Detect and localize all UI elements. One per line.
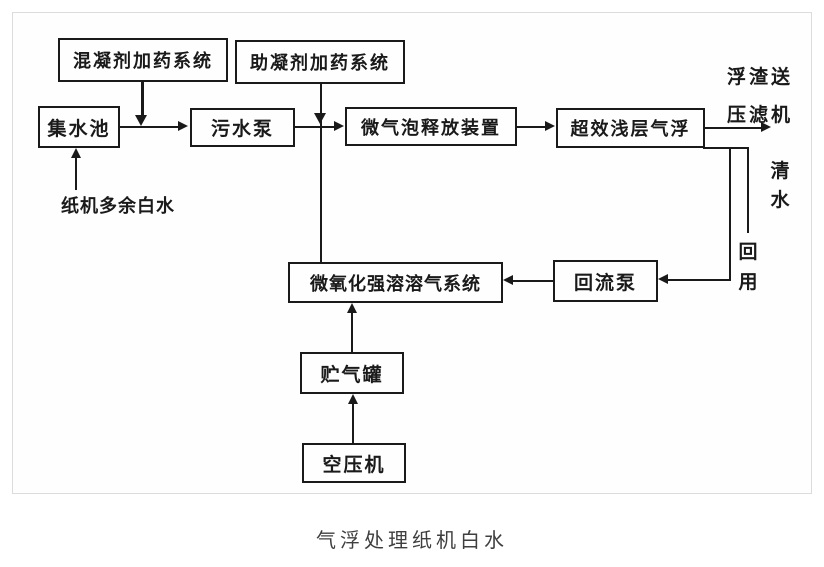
arrowhead-down-icon xyxy=(135,115,147,126)
flow-line-recycle-down xyxy=(729,147,731,280)
label-clear-water: 清水 xyxy=(770,160,790,211)
node-return-pump: 回流泵 xyxy=(553,260,658,302)
flow-line-scum-out xyxy=(705,127,763,129)
node-gas-storage-tank: 贮气罐 xyxy=(300,352,404,394)
flow-line-pump-to-device xyxy=(295,126,335,128)
arrowhead-up-icon xyxy=(348,394,358,404)
node-sewage-pump: 污水泵 xyxy=(190,108,295,147)
flow-line-pump-to-dissolved-air xyxy=(512,280,553,282)
flow-line-white-water-in xyxy=(75,152,77,190)
arrowhead-right-icon xyxy=(545,121,555,131)
arrowhead-up-icon xyxy=(71,148,81,158)
label-white-water-inflow: 纸机多余白水 xyxy=(61,196,175,217)
node-collection-tank: 集水池 xyxy=(38,106,120,148)
flow-line-flotation-bottom-extension xyxy=(703,147,749,149)
flow-line-tank-to-dissolved-air xyxy=(351,307,353,352)
flow-line-device-to-flotation xyxy=(517,126,547,128)
arrowhead-down-icon xyxy=(314,113,326,124)
flow-line-to-return-pump xyxy=(668,279,731,281)
arrowhead-right-icon xyxy=(178,121,188,131)
arrowhead-left-icon xyxy=(658,274,668,284)
flow-line-clear-water-down xyxy=(747,149,749,233)
flow-line-aid-and-dissolved-air xyxy=(320,84,322,262)
flow-line-coagulant-down xyxy=(141,82,144,118)
arrowhead-up-icon xyxy=(347,303,357,313)
diagram-caption: 气浮处理纸机白水 xyxy=(316,528,508,552)
arrowhead-right-icon xyxy=(761,122,771,132)
arrowhead-right-icon xyxy=(334,121,344,131)
arrowhead-left-icon xyxy=(503,275,513,285)
node-air-compressor: 空压机 xyxy=(302,443,406,483)
flow-line-compressor-to-tank xyxy=(352,398,354,443)
node-shallow-air-flotation: 超效浅层气浮 xyxy=(556,108,705,148)
node-microbubble-release-device: 微气泡释放装置 xyxy=(345,107,517,146)
label-reuse: 回用 xyxy=(738,241,758,293)
label-scum-line2: 压滤机 xyxy=(727,104,794,126)
node-coagulant-dosing-system: 混凝剂加药系统 xyxy=(58,38,228,82)
flow-line-tank-to-pump xyxy=(120,126,180,128)
node-oxidation-dissolved-air-system: 微氧化强溶溶气系统 xyxy=(288,262,503,303)
label-scum-line1: 浮渣送 xyxy=(727,66,794,88)
node-coagulant-aid-dosing-system: 助凝剂加药系统 xyxy=(235,40,405,84)
diagram-panel xyxy=(12,12,812,494)
